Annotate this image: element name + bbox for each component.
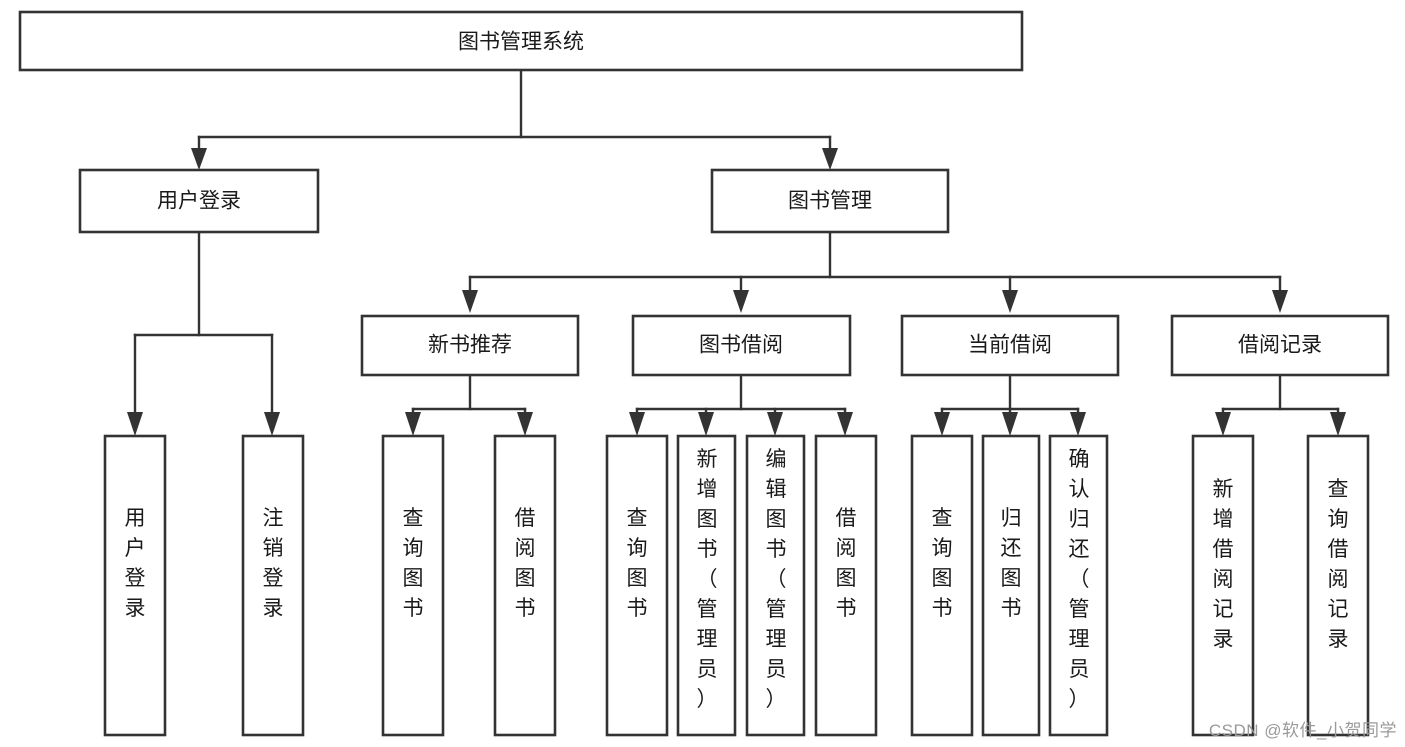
arrow-to-leaf-edit-book [767,412,783,436]
leaf-query-book-2-label: 查询图书 [627,507,648,620]
node-user-login-box[interactable] [78,168,320,234]
leaf-borrow-book-1-box[interactable] [493,434,557,737]
leaf-borrow-book-1[interactable]: 借阅图书 [493,434,557,737]
leaf-confirm-return-label: 确认归还（管理员） [1069,448,1090,711]
node-book-manage-box[interactable] [710,168,950,234]
node-book-borrow-box[interactable] [631,314,852,377]
node-root[interactable]: 图书管理系统 [18,10,1024,72]
leaf-user-logout[interactable]: 注销登录 [241,434,305,737]
arrow-to-leaf-borrow-book-2 [837,412,853,436]
leaf-query-book-3-box[interactable] [910,434,974,737]
leaf-query-book-1-label: 查询图书 [403,507,424,620]
node-new-book-rec-label: 新书推荐 [428,334,512,357]
node-new-book-rec-box[interactable] [360,314,580,377]
leaf-user-login-box[interactable] [103,434,167,737]
node-book-manage[interactable]: 图书管理 [710,168,950,234]
arrow-to-leaf-query-book-2 [629,412,645,436]
leaf-borrow-book-2-box[interactable] [814,434,878,737]
node-root-box[interactable] [18,10,1024,72]
node-current-borrow[interactable]: 当前借阅 [900,314,1120,377]
node-borrow-record-label: 借阅记录 [1238,334,1322,357]
leaf-borrow-book-2-label: 借阅图书 [836,507,857,620]
leaf-query-book-3[interactable]: 查询图书 [910,434,974,737]
arrow-to-leaf-add-record [1215,412,1231,436]
leaf-user-login-label: 用户登录 [125,507,146,620]
node-user-login[interactable]: 用户登录 [78,168,320,234]
leaf-edit-book[interactable]: 编辑图书（管理员） [745,434,806,737]
leaf-borrow-book-2[interactable]: 借阅图书 [814,434,878,737]
node-user-login-label: 用户登录 [157,190,241,213]
node-root-label: 图书管理系统 [458,31,584,54]
leaf-confirm-return[interactable]: 确认归还（管理员） [1048,434,1109,737]
leaf-query-book-1-box[interactable] [381,434,445,737]
connector-layer [127,68,1346,436]
node-borrow-record-box[interactable] [1170,314,1390,377]
leaf-add-book[interactable]: 新增图书（管理员） [676,434,737,737]
node-book-borrow[interactable]: 图书借阅 [631,314,852,377]
node-book-borrow-label: 图书借阅 [699,334,783,357]
node-borrow-record[interactable]: 借阅记录 [1170,314,1390,377]
leaf-add-record-box[interactable] [1191,434,1255,737]
leaf-return-book-label: 归还图书 [1001,507,1022,620]
arrow-to-current-borrow [1002,290,1018,313]
leaf-query-book-2[interactable]: 查询图书 [605,434,669,737]
arrow-to-leaf-borrow-book-1 [517,412,533,436]
node-new-book-rec[interactable]: 新书推荐 [360,314,580,377]
leaf-query-record-label: 查询借阅记录 [1328,478,1349,651]
leaf-confirm-return-box[interactable] [1048,434,1109,737]
arrow-to-borrow-record [1272,290,1288,313]
arrow-to-leaf-add-book [698,412,714,436]
leaf-query-record[interactable]: 查询借阅记录 [1306,434,1370,737]
leaf-borrow-book-1-label: 借阅图书 [515,507,536,620]
arrow-to-leaf-user-logout [264,412,280,436]
leaf-add-record-label: 新增借阅记录 [1213,478,1234,651]
arrow-to-book-borrow [733,290,749,313]
leaf-edit-book-box[interactable] [745,434,806,737]
leaf-add-book-label: 新增图书（管理员） [697,448,718,711]
leaf-query-record-box[interactable] [1306,434,1370,737]
leaf-query-book-1[interactable]: 查询图书 [381,434,445,737]
leaf-user-logout-box[interactable] [241,434,305,737]
leaf-add-book-box[interactable] [676,434,737,737]
leaf-edit-book-label: 编辑图书（管理员） [766,448,787,711]
leaf-return-book-box[interactable] [981,434,1041,737]
leaf-query-book-2-box[interactable] [605,434,669,737]
arrow-to-leaf-user-login [127,412,143,436]
arrow-to-leaf-return-book [1002,412,1018,436]
arrow-to-leaf-query-book-3 [934,412,950,436]
arrow-to-book-manage [822,148,838,170]
node-current-borrow-box[interactable] [900,314,1120,377]
leaf-user-logout-label: 注销登录 [263,507,284,620]
arrow-to-leaf-confirm-return [1070,412,1086,436]
arrow-to-new-book-rec [462,290,478,313]
leaf-return-book[interactable]: 归还图书 [981,434,1041,737]
node-current-borrow-label: 当前借阅 [968,334,1052,357]
leaf-add-record[interactable]: 新增借阅记录 [1191,434,1255,737]
leaf-query-book-3-label: 查询图书 [932,507,953,620]
node-book-manage-label: 图书管理 [788,190,872,213]
leaf-user-login[interactable]: 用户登录 [103,434,167,737]
arrow-to-leaf-query-record [1330,412,1346,436]
arrow-to-user-login [191,148,207,170]
arrow-to-leaf-query-book-1 [405,412,421,436]
